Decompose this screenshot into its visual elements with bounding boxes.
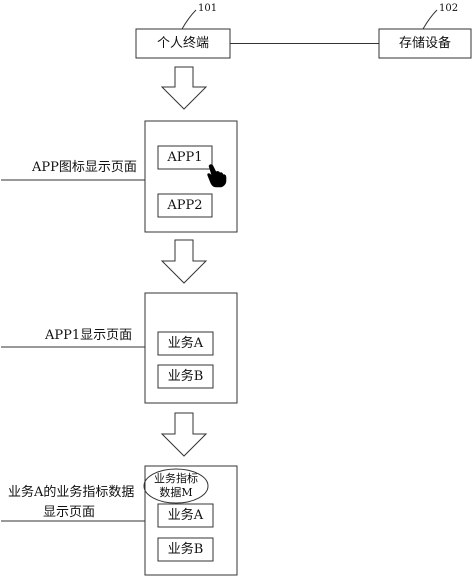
page1-side-label: APP图标显示页面	[32, 160, 137, 175]
page3-business-b-item-box	[157, 537, 214, 562]
business-b-item-label: 业务B	[167, 369, 204, 384]
down-arrow-icon	[160, 239, 208, 284]
business-b-item-box	[157, 364, 214, 389]
app2-item-label: APP2	[167, 198, 203, 213]
app2-item-box	[157, 193, 213, 218]
metric-highlight-line2: 数据M	[159, 486, 193, 499]
page3-business-a-item-box	[157, 503, 214, 528]
ref-102: 102	[439, 3, 459, 14]
page3-business-b-item-label: 业务B	[167, 542, 204, 557]
ref-101: 101	[198, 3, 218, 14]
ref-102-leader	[422, 9, 438, 30]
storage-label: 存储设备	[398, 36, 451, 51]
ref-101-leader	[181, 9, 197, 30]
terminal-label: 个人终端	[156, 36, 209, 51]
metric-highlight-ellipse	[143, 468, 209, 504]
business-a-item-label: 业务A	[167, 336, 204, 351]
page3-side-label-line1: 业务A的业务指标数据	[8, 485, 135, 500]
page2-side-label: APP1显示页面	[45, 328, 133, 343]
page3-business-a-item-label: 业务A	[167, 508, 204, 523]
app-icon-page-frame	[144, 120, 238, 233]
hand-pointer-icon	[207, 164, 227, 188]
metric-highlight-line1: 业务指标	[154, 472, 198, 485]
down-arrow-icon	[160, 412, 208, 457]
app1-item-box	[157, 145, 213, 170]
app1-page-frame	[144, 292, 238, 404]
app1-item-label: APP1	[167, 150, 203, 165]
business-a-item-box	[157, 331, 214, 356]
page3-side-label-line2: 显示页面	[43, 505, 96, 520]
down-arrow-icon	[160, 66, 208, 110]
